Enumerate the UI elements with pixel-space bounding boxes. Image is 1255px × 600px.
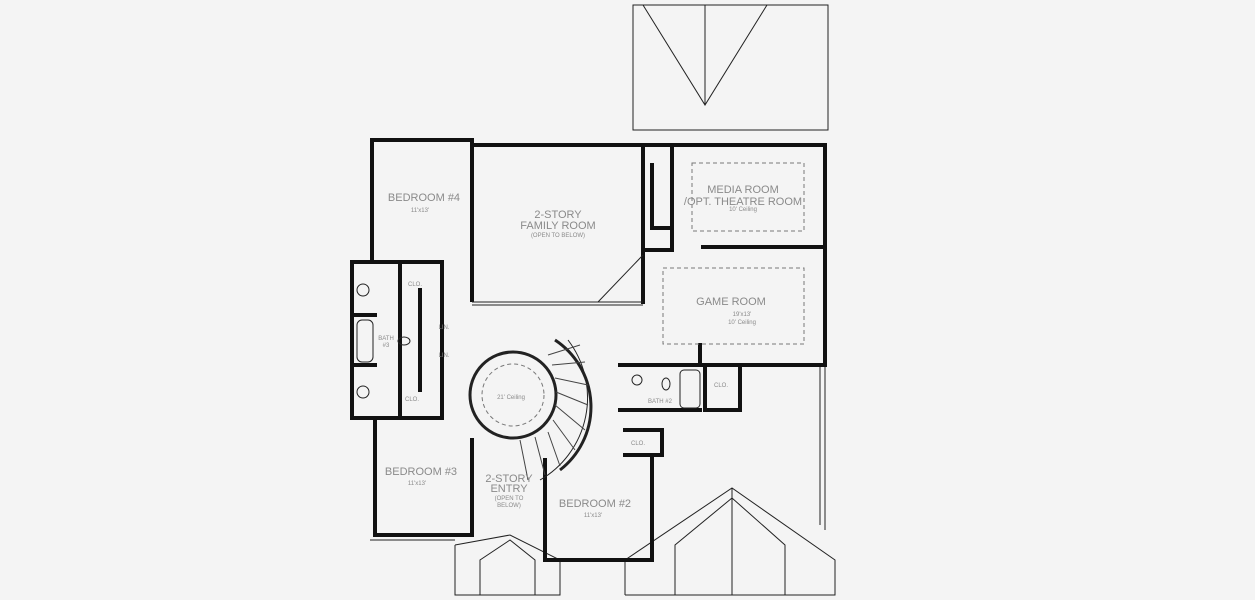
- room-size: 11'x13': [584, 513, 602, 519]
- room-note: BELOW): [497, 503, 521, 509]
- room-name: BEDROOM #4: [388, 192, 460, 204]
- room-size: 19'x13': [733, 312, 752, 318]
- roof-outlines: [370, 4, 836, 596]
- room-name: MEDIA ROOM: [707, 184, 779, 196]
- linen-label: LIN.: [438, 353, 449, 359]
- room-bath-3: BATH #3 CLO. CLO. LIN. LIN.: [378, 282, 450, 403]
- room-bedroom-2: BEDROOM #2 11'x13': [559, 498, 631, 519]
- room-name: /OPT. THEATRE ROOM: [684, 196, 802, 208]
- linen-label: LIN.: [438, 325, 449, 331]
- room-note: (OPEN TO: [495, 496, 524, 502]
- room-name: 2-STORY: [534, 209, 582, 221]
- room-name: #3: [383, 343, 390, 349]
- room-bedroom-4: BEDROOM #4 11'x13': [388, 192, 460, 214]
- room-name: BATH: [378, 336, 394, 342]
- room-size: 11'x13': [408, 481, 426, 487]
- rotunda-ceiling: 21' Ceiling: [497, 395, 525, 401]
- closet-label: CLO.: [405, 397, 419, 403]
- room-family: 2-STORY FAMILY ROOM (OPEN TO BELOW): [520, 209, 595, 239]
- room-media: MEDIA ROOM /OPT. THEATRE ROOM 10' Ceilin…: [684, 184, 802, 213]
- room-note: (OPEN TO BELOW): [531, 233, 585, 239]
- interior-details: [356, 162, 805, 409]
- room-name: BEDROOM #3: [385, 466, 457, 478]
- closet-label: CLO.: [408, 282, 422, 288]
- closet-label: CLO.: [714, 383, 728, 389]
- room-size: 11'x13': [411, 208, 429, 214]
- room-name: BEDROOM #2: [559, 498, 631, 510]
- room-name: BATH #2: [648, 399, 673, 405]
- room-name: 2-STORY: [485, 473, 533, 485]
- room-bedroom-3: BEDROOM #3 11'x13': [385, 466, 457, 487]
- room-game: GAME ROOM 19'x13' 10' Ceiling: [696, 296, 766, 326]
- room-name: ENTRY: [490, 483, 528, 495]
- closet-label: CLO.: [631, 441, 645, 447]
- walls: [350, 138, 827, 562]
- room-ceiling: 10' Ceiling: [728, 320, 756, 326]
- room-name: FAMILY ROOM: [520, 220, 595, 232]
- room-bath-2: BATH #2 CLO. CLO.: [631, 383, 728, 447]
- room-name: GAME ROOM: [696, 296, 766, 308]
- rotunda-stair: [468, 338, 593, 481]
- room-entry: 2-STORY ENTRY (OPEN TO BELOW): [485, 473, 533, 509]
- room-ceiling: 10' Ceiling: [729, 207, 757, 213]
